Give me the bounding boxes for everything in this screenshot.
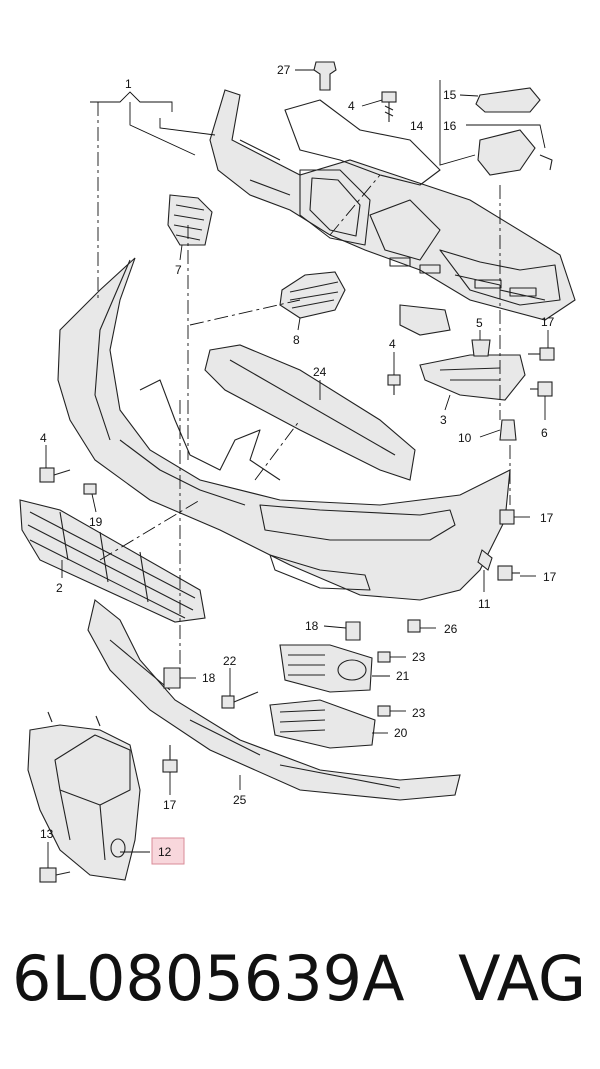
bracket-lower-right xyxy=(399,304,451,336)
callout-2: 2 xyxy=(56,581,63,595)
callout-3: 3 xyxy=(440,413,447,427)
callout-15: 15 xyxy=(443,88,457,102)
callout-19: 19 xyxy=(89,515,103,529)
callout-6: 6 xyxy=(541,426,548,440)
absorber-24 xyxy=(204,344,416,481)
screw-13 xyxy=(39,867,71,883)
callout-26: 26 xyxy=(444,622,458,636)
screw-4-left xyxy=(39,467,71,483)
fog-grille-21 xyxy=(279,644,373,693)
clip-23-b xyxy=(377,705,391,717)
brand-name: VAG xyxy=(458,942,586,1015)
callout-16: 16 xyxy=(443,119,457,133)
callout-23-a: 23 xyxy=(412,650,426,664)
callout-20: 20 xyxy=(394,726,408,740)
screw-17-lower xyxy=(162,745,178,773)
footer: 6L0805639A VAG xyxy=(0,930,600,1040)
fog-grille-20 xyxy=(269,699,376,749)
screw-19 xyxy=(83,483,97,495)
grille-8 xyxy=(279,271,346,319)
callout-1: 1 xyxy=(125,77,132,91)
bracket-3 xyxy=(419,354,526,401)
callout-17-mid: 17 xyxy=(540,511,554,525)
callout-18-upper: 18 xyxy=(305,619,319,633)
callout-13: 13 xyxy=(40,827,54,841)
callout-23-b: 23 xyxy=(412,706,426,720)
bolt-17-mid xyxy=(499,509,515,525)
bolt-17-top xyxy=(528,347,555,361)
screw-4-top xyxy=(381,91,397,122)
part-number: 6L0805639A xyxy=(12,942,405,1015)
callout-22: 22 xyxy=(223,654,237,668)
callout-4-mid: 4 xyxy=(389,337,396,351)
clip-5 xyxy=(471,339,491,357)
clip-10 xyxy=(499,419,517,441)
callout-24: 24 xyxy=(313,365,327,379)
callout-8: 8 xyxy=(293,333,300,347)
clip-18-upper xyxy=(345,621,361,641)
callout-5: 5 xyxy=(476,316,483,330)
callout-4-left: 4 xyxy=(40,431,47,445)
bolt-6 xyxy=(530,381,553,397)
grille-7 xyxy=(167,194,213,246)
bumper-carrier-frame xyxy=(209,89,576,321)
tow-cap-15 xyxy=(475,87,541,113)
callout-17-right: 17 xyxy=(543,570,557,584)
callout-17-lower: 17 xyxy=(163,798,177,812)
callout-27: 27 xyxy=(277,63,291,77)
screw-4-mid xyxy=(387,374,401,395)
lower-grille-2 xyxy=(19,499,206,623)
clip-23-a xyxy=(377,651,391,663)
exploded-parts-diagram: 1 27 4 15 14 16 7 8 5 17 4 24 3 6 10 4 1… xyxy=(19,61,576,883)
callout-4-top: 4 xyxy=(348,99,355,113)
spoiler-25 xyxy=(87,599,461,801)
liner-12 xyxy=(27,711,141,881)
callout-11: 11 xyxy=(478,597,491,611)
callout-labels: 1 27 4 15 14 16 7 8 5 17 4 24 3 6 10 4 1… xyxy=(40,63,557,865)
clip-27 xyxy=(313,61,337,91)
leader-lines xyxy=(45,69,549,868)
bracket-16 xyxy=(477,129,553,176)
callout-25: 25 xyxy=(233,793,247,807)
callout-12: 12 xyxy=(158,845,172,859)
clip-18-lower xyxy=(163,667,181,689)
callout-21: 21 xyxy=(396,669,410,683)
callout-10: 10 xyxy=(458,431,472,445)
callout-12-highlight xyxy=(151,837,185,865)
callout-18-lower: 18 xyxy=(202,671,216,685)
callout-14: 14 xyxy=(410,119,424,133)
clip-26 xyxy=(407,619,421,633)
bolt-17-right xyxy=(497,565,520,581)
screw-22 xyxy=(221,691,259,709)
callout-7: 7 xyxy=(175,263,182,277)
callout-17-top: 17 xyxy=(541,315,555,329)
clip-11 xyxy=(477,549,493,571)
